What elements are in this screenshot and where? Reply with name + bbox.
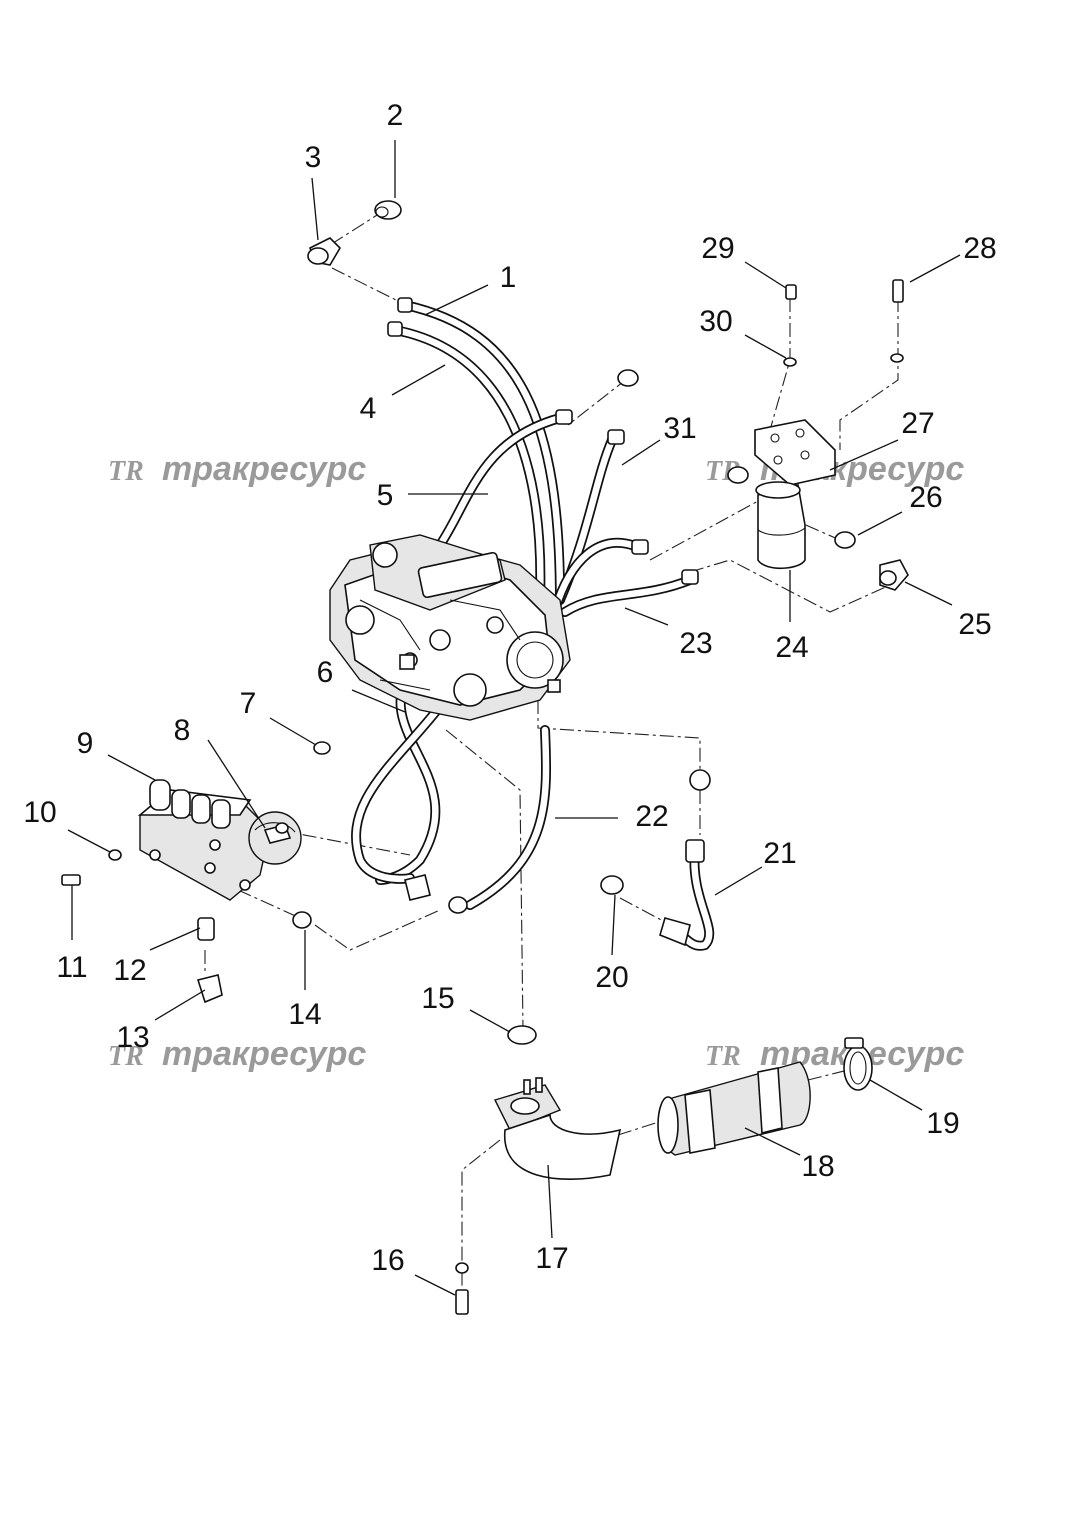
callout-5: 5 (377, 479, 394, 512)
watermark-logo: TR (108, 456, 144, 487)
callout-27: 27 (901, 407, 934, 440)
o-ring-15 (507, 1025, 537, 1045)
hose-22 (465, 725, 552, 910)
washer-16 (455, 1262, 469, 1274)
hose-1 (400, 300, 565, 605)
valve-block-9 (137, 779, 271, 901)
watermark-text: тракресурс (162, 1035, 366, 1073)
callout-2: 2 (387, 99, 404, 132)
callout-15: 15 (421, 982, 454, 1015)
watermark-bottom-left: TR тракресурс (108, 1035, 366, 1073)
bolt-29 (785, 284, 797, 300)
callout-6: 6 (317, 656, 334, 689)
callout-10: 10 (23, 796, 56, 829)
hose-end-1 (397, 297, 413, 313)
callout-7: 7 (240, 687, 257, 720)
filter-24 (755, 481, 806, 570)
hose-6b (351, 695, 450, 884)
callout-3: 3 (305, 141, 322, 174)
hose-end-5 (555, 409, 573, 425)
callout-21: 21 (763, 837, 796, 870)
callout-13: 13 (116, 1021, 149, 1054)
callout-11: 11 (56, 951, 87, 984)
watermark-bottom-right: TR тракресурс (705, 1035, 964, 1073)
bolt-16 (455, 1289, 469, 1315)
fitting-22-top (689, 769, 711, 791)
fitting-20 (600, 875, 624, 895)
callout-4: 4 (360, 392, 377, 425)
leader-lines (67, 140, 961, 1296)
washer-10 (108, 849, 122, 861)
hose-4 (390, 325, 546, 605)
hose-end-4 (387, 321, 403, 337)
fitting-top-right (617, 369, 639, 387)
bracket-27 (754, 419, 836, 486)
callout-14: 14 (288, 998, 321, 1031)
hose-31b (550, 537, 645, 615)
hose-23 (560, 575, 695, 617)
callout-31: 31 (663, 412, 696, 445)
fitting-14 (292, 911, 312, 929)
callout-29: 29 (701, 232, 734, 265)
elbow-fitting-13 (196, 974, 223, 1004)
hose-5 (435, 413, 565, 550)
hose-end-31b (631, 539, 649, 555)
washer-30 (783, 357, 797, 367)
callout-25: 25 (958, 608, 991, 641)
fitting-2 (374, 200, 402, 220)
tee-fitting-8 (263, 822, 292, 844)
callout-23: 23 (679, 627, 712, 660)
callout-16: 16 (371, 1244, 404, 1277)
fitting-12 (197, 917, 215, 941)
callout-19: 19 (926, 1107, 959, 1140)
hose-clamp-19 (843, 1037, 873, 1091)
fitting-26 (834, 531, 856, 549)
suction-elbow-17 (494, 1077, 622, 1180)
callout-labels: 2 3 1 4 5 6 7 8 9 10 11 12 13 14 15 16 1… (23, 99, 996, 1277)
fitting-left-filter (727, 466, 749, 484)
hose-end-21-bottom (659, 917, 691, 947)
elbow-fitting-25 (879, 559, 909, 591)
callout-28: 28 (963, 232, 996, 265)
hose-end-31 (607, 429, 625, 445)
bolt-11 (61, 874, 81, 886)
callout-1: 1 (500, 261, 517, 294)
callout-18: 18 (801, 1150, 834, 1183)
watermark-text: тракресурс (162, 450, 366, 488)
hydraulic-pump-assembly (329, 534, 571, 721)
callout-26: 26 (909, 481, 942, 514)
assembly-center-lines (204, 209, 899, 1290)
elbow-fitting-3 (307, 237, 342, 266)
watermark-logo: TR (705, 1041, 741, 1072)
callout-20: 20 (595, 961, 628, 994)
watermark-top-left: TR тракресурс (108, 450, 366, 488)
callout-12: 12 (113, 954, 146, 987)
callout-30: 30 (699, 305, 732, 338)
hose-end-22 (448, 896, 468, 914)
bolt-28 (892, 279, 904, 303)
hose-end-23 (681, 569, 699, 585)
hose-end-6 (404, 874, 431, 901)
callout-8: 8 (174, 714, 191, 747)
watermark-logo: TR (108, 1041, 144, 1072)
fitting-7 (313, 741, 331, 755)
callout-24: 24 (775, 631, 808, 664)
washer-28 (890, 353, 904, 363)
hose-18 (657, 1061, 811, 1156)
callout-22: 22 (635, 800, 668, 833)
hose-end-21-top (685, 839, 705, 863)
callout-9: 9 (77, 727, 94, 760)
callout-17: 17 (535, 1242, 568, 1275)
